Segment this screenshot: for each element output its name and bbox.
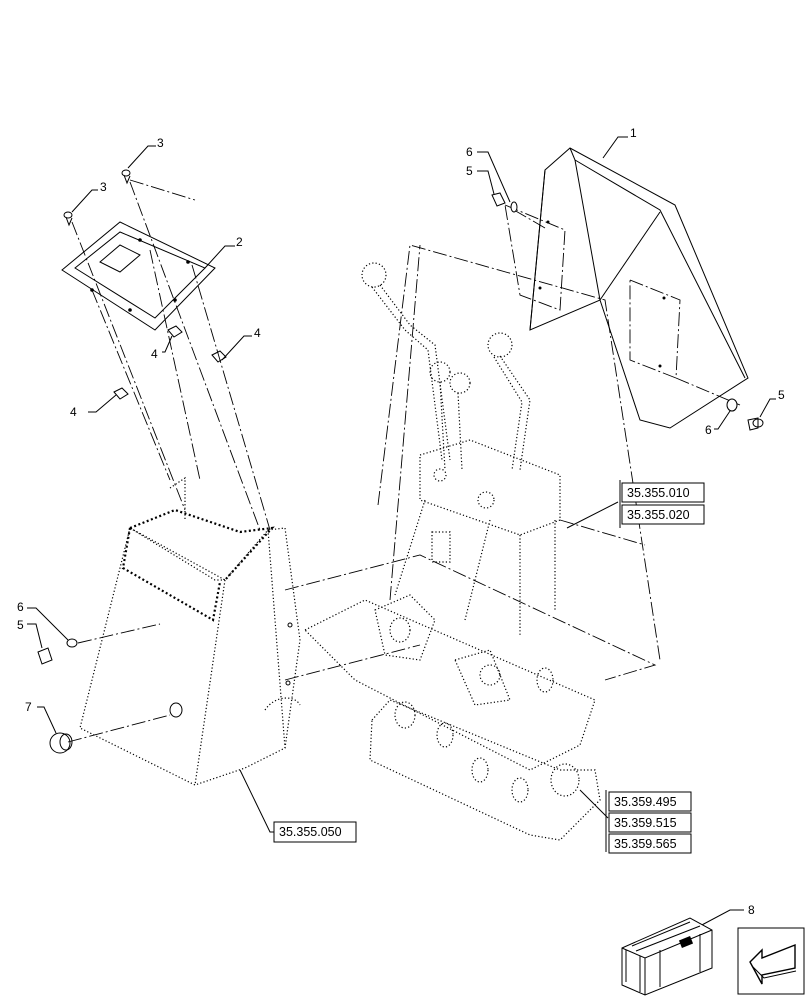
parts-kit-crate-icon	[621, 917, 713, 996]
ref-35-359-495: 35.359.495	[614, 795, 677, 809]
callout-4c: 4	[70, 405, 77, 419]
screw-part-3b	[121, 169, 131, 185]
control-lever-assembly	[303, 262, 601, 841]
callout-8: 8	[748, 903, 755, 917]
knob-part-7	[49, 732, 73, 754]
plate-alignment-dashes	[71, 179, 271, 531]
ref-35-355-010: 35.355.010	[627, 486, 690, 500]
callout-5c: 5	[17, 618, 24, 632]
knob-alignment-dash	[67, 714, 171, 743]
cover-panel-part-1	[529, 147, 749, 429]
clip-nut-part-4a	[167, 325, 183, 338]
callout-7: 7	[25, 700, 32, 714]
callout-3b: 3	[157, 136, 164, 150]
callout-3a: 3	[100, 180, 107, 194]
callout-1: 1	[630, 126, 637, 140]
callout-5b: 5	[778, 388, 785, 402]
ref-35-355-020: 35.355.020	[627, 508, 690, 522]
callout-4a: 4	[151, 347, 158, 361]
callout-leaders	[27, 136, 776, 936]
washer-alignment-dash	[77, 623, 161, 644]
console-housing	[79, 476, 301, 786]
washer-part-6-left	[66, 638, 78, 648]
callout-5a: 5	[466, 164, 473, 178]
previous-page-arrow-icon[interactable]	[737, 927, 805, 995]
bolt-part-5-right	[747, 417, 764, 431]
callout-numbers: 1 2 3 3 4 4 4 5 5 5 6 6 6 7 8	[17, 126, 785, 917]
mounting-plate-part-2	[61, 221, 216, 331]
bolt-part-5-left	[37, 647, 53, 665]
callout-6a: 6	[466, 145, 473, 159]
bolt-part-5-top	[491, 192, 506, 207]
washer-part-6-top	[510, 201, 518, 213]
callout-6b: 6	[705, 423, 712, 437]
ref-35-359-515: 35.359.515	[614, 816, 677, 830]
clip-nut-part-4c	[113, 387, 129, 400]
callout-6c: 6	[17, 600, 24, 614]
callout-4b: 4	[254, 326, 261, 340]
callout-2: 2	[236, 235, 243, 249]
screw-part-3a	[63, 211, 73, 227]
ref-35-355-050: 35.355.050	[279, 825, 342, 839]
housing-valve-alignment-dashes	[284, 244, 661, 681]
reference-boxes: 35.355.010 35.355.020 35.355.050 35.359.…	[273, 480, 705, 854]
washer-part-6-right	[726, 398, 738, 412]
ref-35-359-565: 35.359.565	[614, 837, 677, 851]
